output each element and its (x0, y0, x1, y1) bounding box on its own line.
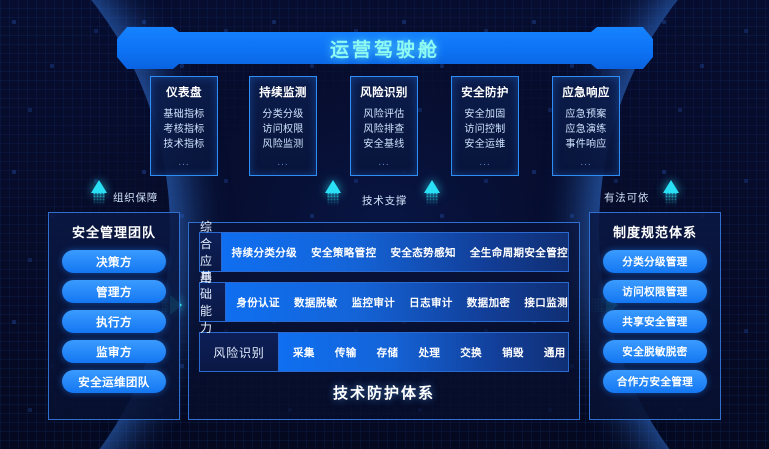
card-item: 风险排查 (363, 124, 405, 135)
card-item: 技术指标 (163, 139, 205, 150)
connector-label-center: 技术支撑 (362, 195, 408, 207)
card-security-protection[interactable]: 安全防护 安全加固 访问控制 安全运维 ... (451, 76, 519, 176)
card-continuous-monitoring[interactable]: 持续监测 分类分级 访问权限 风险监测 ... (249, 76, 317, 176)
card-dashboard[interactable]: 仪表盘 基础指标 考核指标 技术指标 ... (150, 76, 218, 176)
up-arrow-icon (91, 180, 107, 206)
pill-secops-team[interactable]: 安全运维团队 (62, 370, 166, 393)
card-title: 风险识别 (360, 87, 408, 99)
card-item: 分类分级 (262, 109, 304, 120)
card-item: 应急演练 (565, 124, 607, 135)
row-items: 持续分类分级 安全策略管控 安全态势感知 全生命周期安全管控 (221, 233, 568, 271)
center-panel-title: 技术防护体系 (332, 385, 435, 402)
pill-sharing-security-management[interactable]: 共享安全管理 (603, 310, 707, 333)
arrow-head (325, 180, 341, 193)
pill-access-permission-management[interactable]: 访问权限管理 (603, 280, 707, 303)
card-item: 应急预案 (565, 109, 607, 120)
connector-label-right: 有法可依 (604, 192, 650, 204)
connector-label-left: 组织保障 (113, 192, 159, 204)
card-item: 事件响应 (565, 139, 607, 150)
row-items: 采集 传输 存储 处理 交换 销毁 通用 (279, 333, 568, 371)
row-risk-identification[interactable]: 风险识别 采集 传输 存储 处理 交换 销毁 通用 (199, 332, 569, 372)
card-more-dots: ... (479, 157, 491, 168)
pill-partner-security-management[interactable]: 合作方安全管理 (603, 370, 707, 393)
row-item[interactable]: 处理 (418, 346, 441, 359)
row-item[interactable]: 交换 (460, 346, 483, 359)
card-title: 仪表盘 (166, 87, 202, 99)
row-item[interactable]: 身份认证 (236, 296, 280, 309)
card-more-dots: ... (178, 157, 190, 168)
row-label: 风险识别 (200, 333, 279, 371)
row-item[interactable]: 监控审计 (351, 296, 396, 309)
row-basic-capability[interactable]: 基础能力 身份认证 数据脱敏 监控审计 日志审计 数据加密 接口监测 (199, 270, 569, 335)
pill-classification-management[interactable]: 分类分级管理 (603, 250, 707, 273)
card-item: 访问控制 (464, 124, 506, 135)
banner-title: 运营驾驶舱 (329, 39, 440, 61)
up-arrow-icon (325, 180, 341, 206)
card-more-dots: ... (277, 157, 289, 168)
row-label: 基础能力 (200, 270, 227, 335)
row-item[interactable]: 安全态势感知 (390, 246, 456, 259)
card-risk-identification[interactable]: 风险识别 风险评估 风险排查 安全基线 ... (350, 76, 418, 176)
panel-title: 安全管理团队 (71, 225, 156, 240)
row-item[interactable]: 安全策略管控 (311, 246, 377, 259)
pill-desensitization-management[interactable]: 安全脱敏脱密 (603, 340, 707, 363)
arrow-head (663, 180, 679, 193)
panel-title: 制度规范体系 (612, 225, 697, 240)
row-item[interactable]: 采集 (293, 346, 315, 359)
row-item[interactable]: 通用 (543, 346, 566, 359)
row-item[interactable]: 数据加密 (466, 296, 511, 309)
row-item[interactable]: 销毁 (502, 346, 524, 359)
card-item: 考核指标 (163, 124, 205, 135)
row-item[interactable]: 接口监测 (524, 296, 568, 309)
card-more-dots: ... (378, 157, 390, 168)
row-item[interactable]: 全生命周期安全管控 (469, 246, 568, 259)
pill-executor[interactable]: 执行方 (62, 310, 166, 333)
row-label: 综合应用 (200, 220, 222, 285)
banner-shape (117, 27, 653, 69)
card-more-dots: ... (580, 157, 592, 168)
card-item: 访问权限 (262, 124, 304, 135)
row-item[interactable]: 日志审计 (409, 296, 453, 309)
arrow-trail (93, 192, 105, 206)
card-item: 安全加固 (464, 109, 506, 120)
card-item: 风险评估 (363, 109, 405, 120)
row-items: 身份认证 数据脱敏 监控审计 日志审计 数据加密 接口监测 (226, 283, 568, 321)
card-item: 风险监测 (262, 139, 304, 150)
pill-manager[interactable]: 管理方 (62, 280, 166, 303)
card-title: 安全防护 (461, 87, 509, 99)
up-arrow-icon (663, 180, 679, 206)
pill-decision-maker[interactable]: 决策方 (62, 250, 166, 273)
right-panel-policy-system: 制度规范体系 分类分级管理 访问权限管理 共享安全管理 安全脱敏脱密 合作方安全… (589, 212, 721, 420)
card-title: 应急响应 (562, 87, 610, 99)
center-panel-technical-protection: 综合应用 持续分类分级 安全策略管控 安全态势感知 全生命周期安全管控 基础能力… (188, 220, 580, 420)
left-panel-security-team: 安全管理团队 决策方 管理方 执行方 监审方 安全运维团队 (48, 212, 180, 420)
row-item[interactable]: 传输 (334, 346, 357, 359)
capability-cards: 仪表盘 基础指标 考核指标 技术指标 ... 持续监测 分类分级 访问权限 风险… (0, 76, 769, 180)
arrow-head (424, 180, 440, 193)
arrow-trail (327, 192, 339, 206)
card-item: 安全运维 (464, 139, 506, 150)
card-emergency-response[interactable]: 应急响应 应急预案 应急演练 事件响应 ... (552, 76, 620, 176)
row-item[interactable]: 数据脱敏 (293, 296, 338, 309)
arrow-head (91, 180, 107, 193)
up-arrow-icon (424, 180, 440, 206)
arrow-trail (426, 192, 438, 206)
row-item[interactable]: 存储 (376, 346, 399, 359)
card-item: 安全基线 (363, 139, 405, 150)
row-comprehensive-application[interactable]: 综合应用 持续分类分级 安全策略管控 安全态势感知 全生命周期安全管控 (199, 220, 569, 285)
card-title: 持续监测 (259, 87, 307, 99)
pill-auditor[interactable]: 监审方 (62, 340, 166, 363)
card-item: 基础指标 (163, 109, 205, 120)
row-item[interactable]: 持续分类分级 (231, 246, 298, 259)
arrow-trail (665, 192, 677, 206)
